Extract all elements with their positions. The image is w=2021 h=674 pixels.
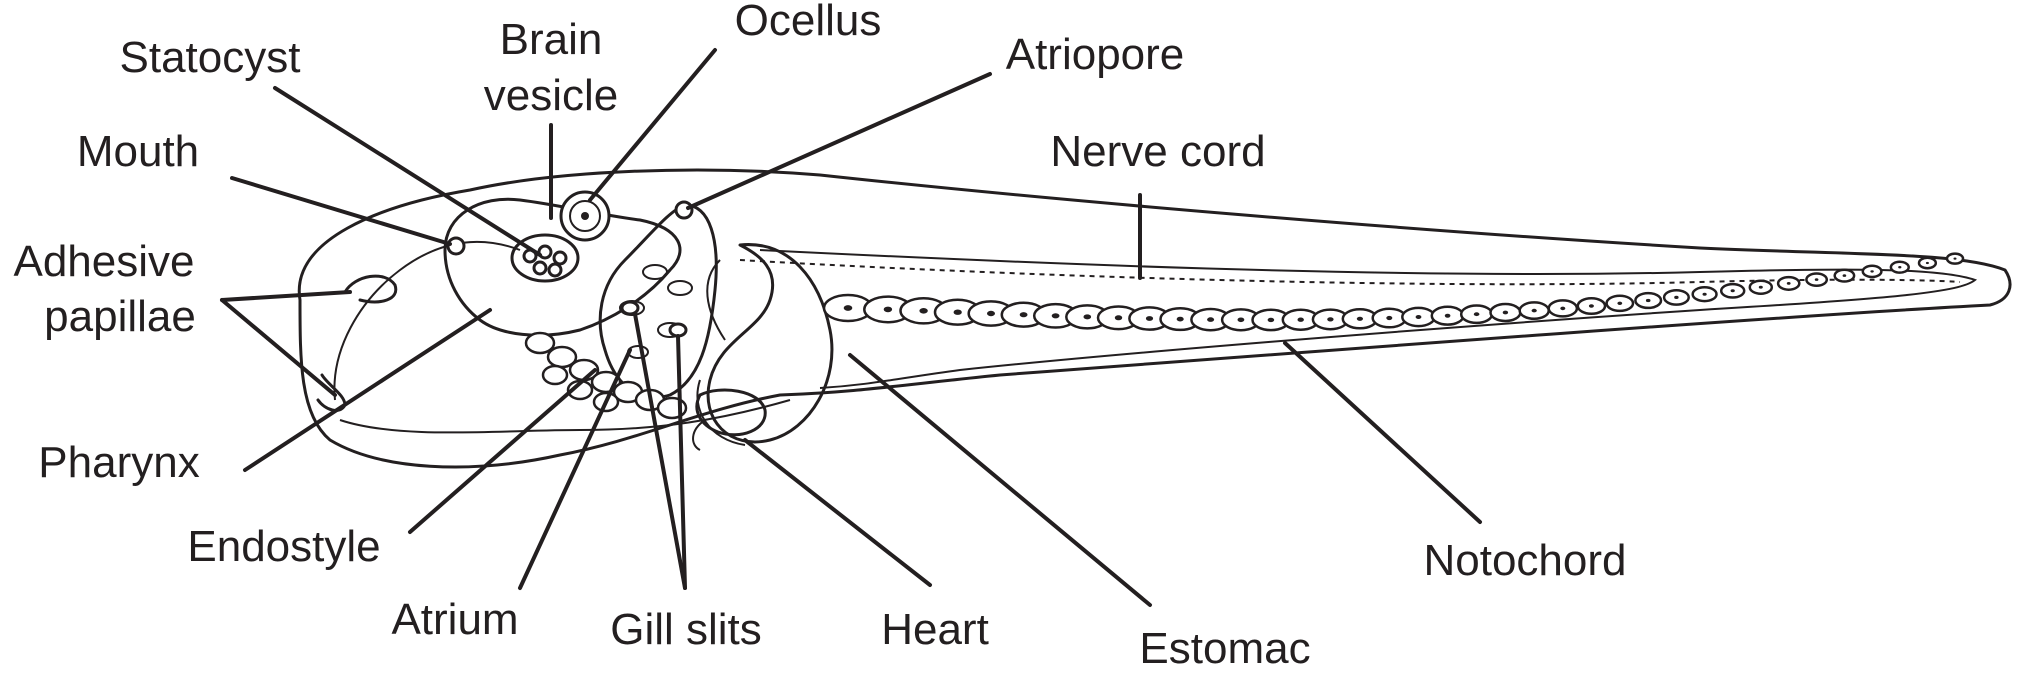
trunk-lower-outline <box>339 399 791 434</box>
heart-structure <box>695 388 767 437</box>
notochord-nucleus <box>1702 292 1707 296</box>
notochord-nucleus <box>987 310 995 317</box>
label-statocyst: Statocyst <box>119 33 301 82</box>
notochord-nucleus <box>1415 315 1422 319</box>
notochord-nucleus <box>1560 306 1566 311</box>
notochord-nucleus <box>1786 282 1791 285</box>
notochord-nucleus <box>1386 315 1393 321</box>
leader-atrium <box>518 348 632 590</box>
notochord-nucleus <box>1674 295 1679 299</box>
notochord-nucleus <box>1870 270 1874 273</box>
label-gill-slits: Gill slits <box>610 605 762 654</box>
leader-endostyle <box>408 368 597 534</box>
notochord-nucleus <box>1473 312 1480 317</box>
notochord-nucleus <box>953 309 962 315</box>
notochord-structure <box>822 252 1965 332</box>
mouth-structure <box>446 236 466 256</box>
notochord-nucleus <box>1356 316 1363 321</box>
estomac-outline <box>706 243 834 444</box>
notochord-nucleus <box>1237 317 1245 323</box>
notochord-nucleus <box>1444 313 1451 318</box>
notochord-nucleus <box>1953 257 1957 260</box>
label-nerve-cord: Nerve cord <box>1050 127 1266 176</box>
adhesive-papilla-upper <box>343 274 398 304</box>
notochord-nucleus <box>1898 266 1902 269</box>
body-outline <box>297 168 2012 469</box>
notochord-nucleus <box>919 308 928 314</box>
notochord-nucleus <box>1730 289 1735 293</box>
gill-slit-1 <box>620 300 640 316</box>
label-heart: Heart <box>881 605 989 654</box>
notochord-nucleus <box>1145 316 1154 321</box>
notochord-nucleus <box>1588 304 1594 308</box>
label-atrium: Atrium <box>391 595 519 644</box>
notochord-nucleus <box>1176 316 1184 322</box>
notochord-nucleus <box>1502 310 1509 315</box>
trunk-inner-outline <box>333 240 521 401</box>
label-ocellus: Ocellus <box>734 0 882 45</box>
leader-gill-slit-1 <box>633 312 687 590</box>
notochord-nucleus <box>1114 315 1123 321</box>
notochord-nucleus <box>843 305 853 311</box>
notochord-nucleus <box>1083 314 1092 320</box>
label-endostyle: Endostyle <box>187 522 381 571</box>
atrium-sac <box>598 203 718 400</box>
label-notochord: Notochord <box>1423 536 1627 585</box>
label-atriopore: Atriopore <box>1005 30 1185 79</box>
statocyst-structure <box>510 233 580 283</box>
label-brain-vesicle-line1: Brain <box>499 15 603 64</box>
leader-mouth <box>230 176 452 246</box>
notochord-nucleus <box>1327 317 1334 322</box>
notochord-nucleus <box>1531 308 1537 313</box>
notochord-nucleus <box>1758 285 1763 289</box>
pharynx-outline <box>443 197 682 337</box>
notochord-nucleus <box>1617 301 1623 305</box>
leader-estomac <box>848 353 1152 607</box>
atriopore-structure <box>674 200 694 220</box>
leader-statocyst <box>273 86 542 257</box>
notochord-nucleus <box>1051 313 1060 319</box>
label-brain-vesicle-line2: vesicle <box>483 71 619 120</box>
label-adhesive-papillae-line2: papillae <box>44 292 196 341</box>
notochord-nucleus <box>883 306 893 313</box>
label-adhesive-papillae-line1: Adhesive <box>13 237 195 286</box>
notochord-nucleus <box>1207 317 1215 322</box>
larva-drawing <box>220 48 2012 607</box>
notochord-nucleus <box>1925 261 1929 265</box>
leader-ocellus <box>588 48 717 202</box>
label-pharynx: Pharynx <box>38 438 200 487</box>
notochord-nucleus <box>1814 278 1819 281</box>
label-estomac: Estomac <box>1139 624 1311 673</box>
leader-notochord <box>1283 341 1482 524</box>
notochord-nucleus <box>1267 317 1275 323</box>
notochord-nucleus <box>1645 298 1651 303</box>
leader-adhesive-upper <box>220 290 352 302</box>
leader-pharynx <box>243 308 492 472</box>
label-mouth: Mouth <box>76 127 200 176</box>
leader-adhesive-lower <box>220 298 337 397</box>
leader-atriopore <box>686 72 992 210</box>
notochord-nucleus <box>1842 274 1847 277</box>
notochord-nucleus <box>1019 312 1028 318</box>
leader-heart <box>743 438 932 587</box>
tail-inner-outline <box>759 249 1978 389</box>
notochord-nucleus <box>1297 317 1304 322</box>
ascidian-larva-diagram: Statocyst Brain vesicle Ocellus Atriopor… <box>13 0 2012 673</box>
leader-gill-slit-2 <box>676 334 687 590</box>
